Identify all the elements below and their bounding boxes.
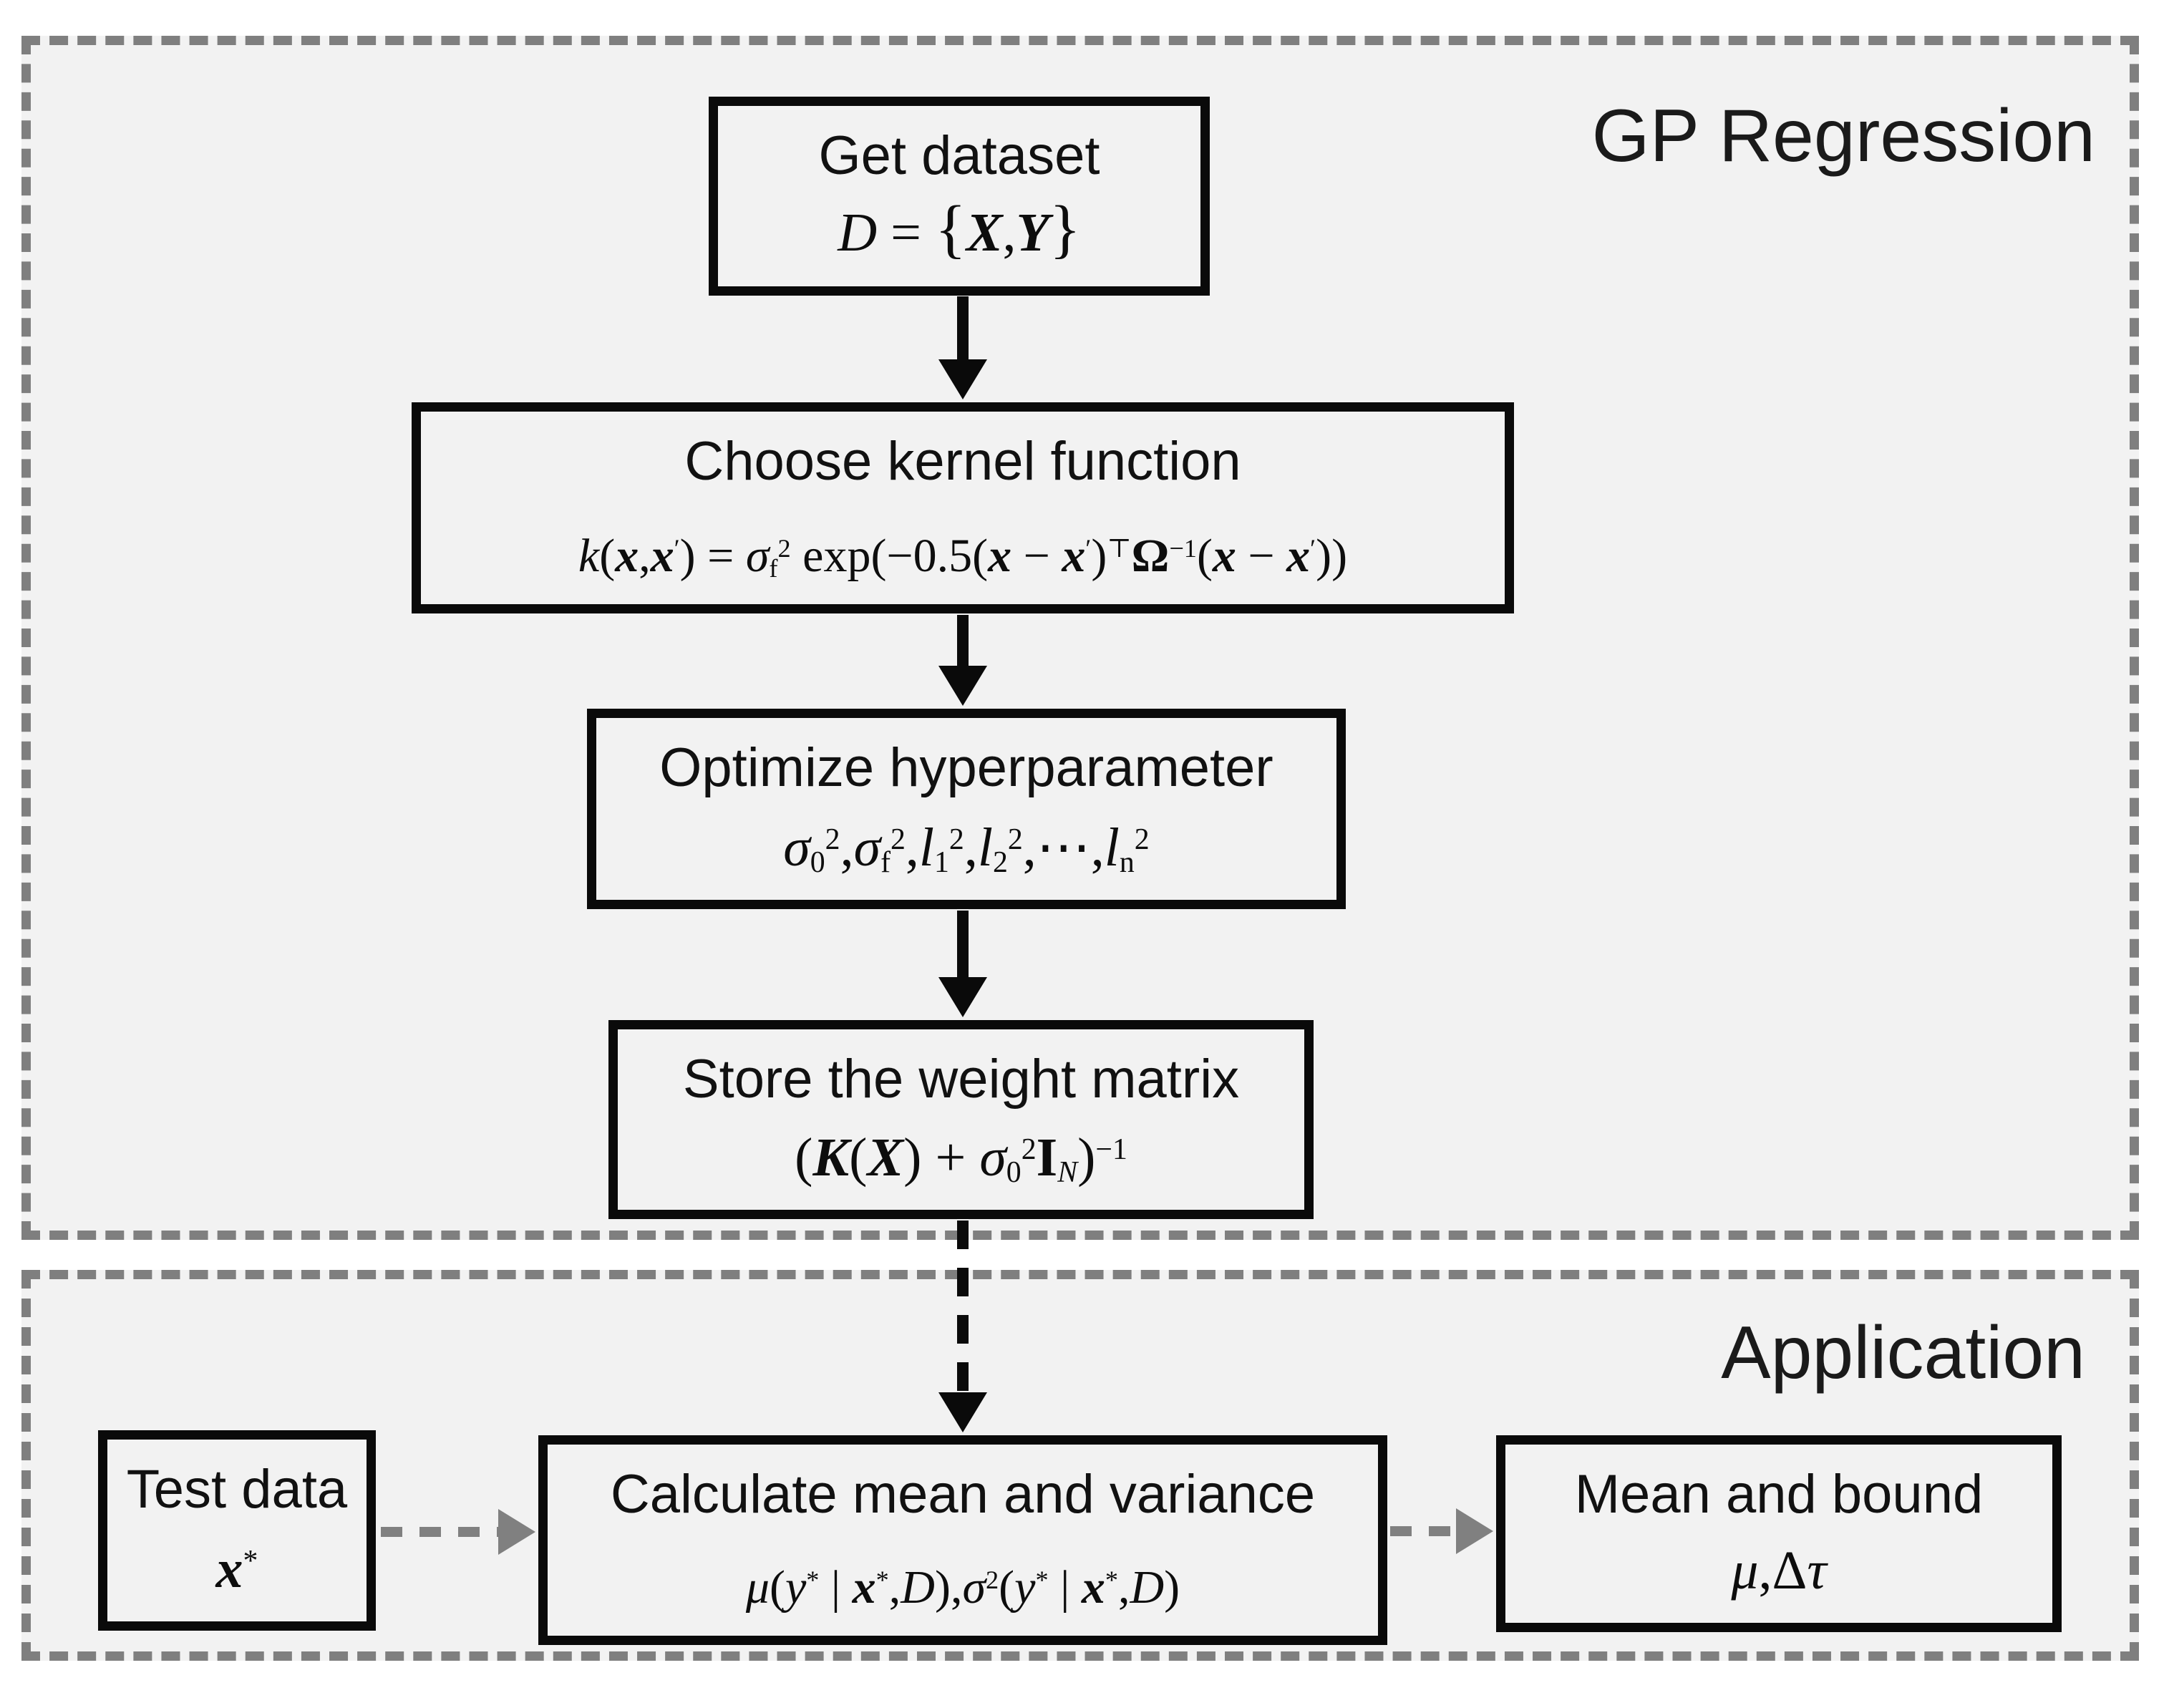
get-dataset-box: Get dataset D = {X,Y}	[709, 97, 1210, 296]
get-dataset-title: Get dataset	[818, 125, 1100, 186]
test-data-box: Test data x*	[98, 1430, 376, 1631]
test-data-title: Test data	[126, 1459, 348, 1520]
calculate-mean-variance-formula: μ(y* | x*,D),σ2(y* | x*,D)	[745, 1561, 1180, 1614]
optimize-hyperparameter-formula: σ02,σf2,l12,l22,⋯,ln2	[783, 817, 1150, 880]
store-weight-matrix-title: Store the weight matrix	[682, 1049, 1240, 1110]
choose-kernel-formula: k(x,x′) = σf2 exp(−0.5(x − x′)⊤Ω−1(x − x…	[578, 530, 1348, 583]
choose-kernel-box: Choose kernel function k(x,x′) = σf2 exp…	[412, 402, 1514, 613]
choose-kernel-title: Choose kernel function	[684, 431, 1241, 492]
optimize-hyperparameter-box: Optimize hyperparameter σ02,σf2,l12,l22,…	[587, 709, 1346, 909]
get-dataset-formula: D = {X,Y}	[838, 192, 1081, 265]
application-label: Application	[1721, 1311, 2085, 1394]
optimize-hyperparameter-title: Optimize hyperparameter	[659, 737, 1273, 798]
store-weight-matrix-box: Store the weight matrix (K(X) + σ02IN)−1	[608, 1020, 1314, 1219]
calculate-mean-variance-title: Calculate mean and variance	[610, 1464, 1316, 1525]
store-weight-matrix-formula: (K(X) + σ02IN)−1	[795, 1127, 1127, 1190]
test-data-formula: x*	[215, 1539, 258, 1600]
mean-and-bound-box: Mean and bound μ,Δτ	[1496, 1435, 2062, 1632]
gp-regression-label: GP Regression	[1591, 94, 2095, 178]
calculate-mean-variance-box: Calculate mean and variance μ(y* | x*,D)…	[538, 1435, 1387, 1645]
mean-and-bound-formula: μ,Δτ	[1731, 1540, 1827, 1601]
mean-and-bound-title: Mean and bound	[1574, 1464, 1984, 1525]
